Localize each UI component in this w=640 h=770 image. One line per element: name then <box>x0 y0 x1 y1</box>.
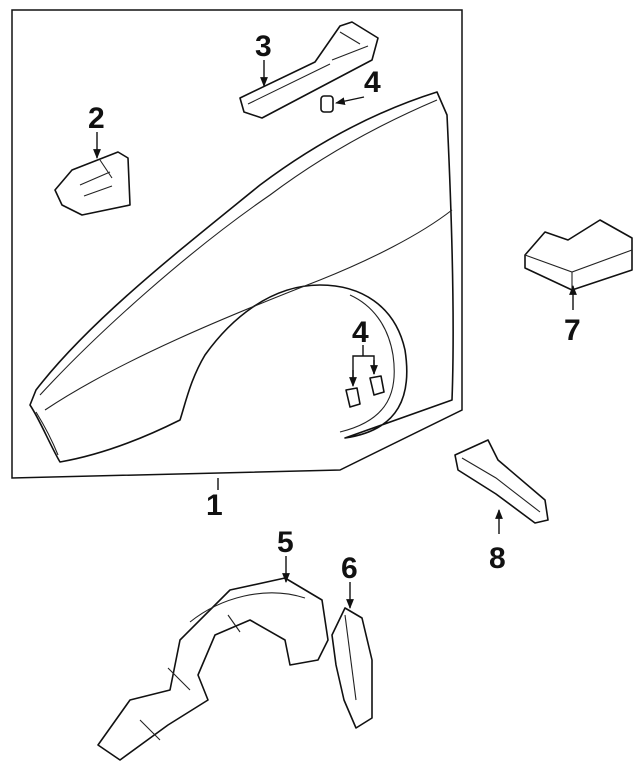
fender-part[interactable] <box>29 91 454 463</box>
callout-3: 3 <box>255 30 272 63</box>
molding-part-3[interactable] <box>239 21 379 119</box>
callout-1: 1 <box>206 489 223 522</box>
callout-4-top: 4 <box>364 66 381 99</box>
callout-8: 8 <box>489 542 506 575</box>
bracket-part-2[interactable] <box>54 151 131 216</box>
clip-part-4-pair[interactable] <box>345 375 385 408</box>
seal-part-8[interactable] <box>454 439 549 524</box>
callout-2: 2 <box>88 102 105 135</box>
leader-4-top <box>335 96 365 105</box>
callout-7: 7 <box>564 314 581 347</box>
splash-shield-part-5[interactable] <box>97 577 329 761</box>
callout-5: 5 <box>277 526 294 559</box>
callout-6: 6 <box>341 552 358 585</box>
shield-extension-part-6[interactable] <box>331 607 373 729</box>
filler-part-7[interactable] <box>524 219 633 291</box>
callout-4-lower: 4 <box>352 316 369 349</box>
clip-part-4-top[interactable] <box>320 95 334 113</box>
fender-assembly-box <box>11 9 463 479</box>
